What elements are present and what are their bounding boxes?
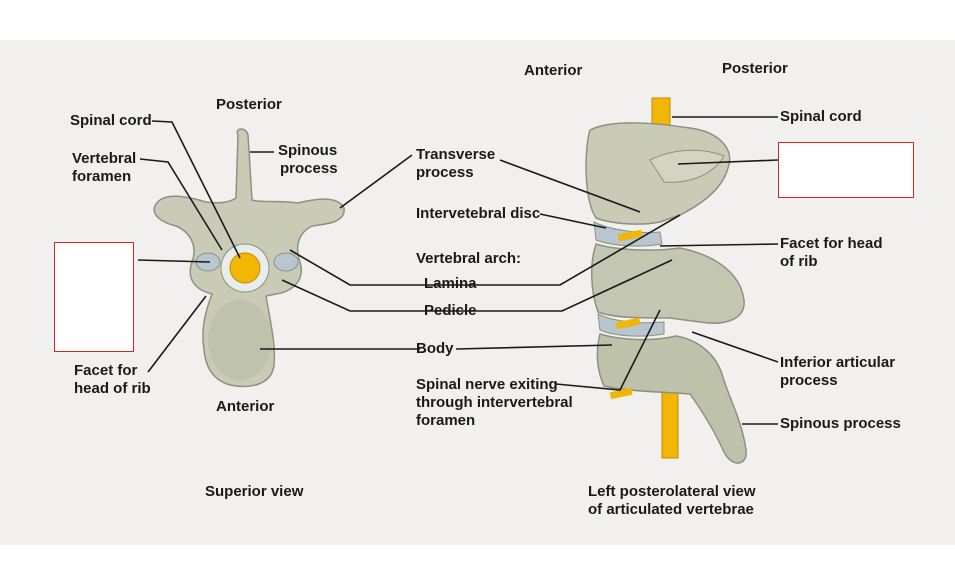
body-label: Body: [416, 340, 454, 357]
lateral-caption-line2: of articulated vertebrae: [588, 501, 754, 518]
superior-facet-label-line1: Facet for: [74, 362, 138, 379]
lateral-nerve-3: [609, 387, 633, 400]
leader-blank-right: [677, 159, 779, 165]
superior-body-shading: [208, 300, 272, 380]
lateral-vertebra-upper: [585, 122, 731, 225]
transverse-process-label-line2: process: [416, 164, 474, 181]
spinal-nerve-label-line1: Spinal nerve exiting: [416, 376, 558, 393]
transverse-process-label-line1: Transverse: [416, 146, 496, 163]
leader-transverse-process: [339, 154, 641, 213]
superior-rib-facet-right: [273, 252, 299, 272]
superior-spinal-cord-label: Spinal cord: [70, 112, 152, 129]
inferior-articular-label-line1: Inferior articular: [780, 354, 896, 371]
lateral-facet-label-line2: of rib: [780, 253, 818, 270]
leader-facet-left-lower: [147, 295, 207, 373]
leader-spinal-nerve: [555, 309, 661, 391]
vertebral-arch-label: Vertebral arch:: [416, 250, 522, 267]
lateral-nerve-1: [617, 229, 643, 242]
pedicle-label: Pedicle: [424, 302, 477, 319]
lateral-caption-line1: Left posterolateral view: [588, 483, 756, 500]
leader-facet-left: [137, 259, 211, 263]
lateral-vertebra-lower: [596, 333, 747, 464]
leader-body: [260, 344, 613, 350]
leader-vertebral-foramen: [139, 158, 223, 251]
figure-background: [0, 40, 955, 545]
lateral-anterior-label: Anterior: [524, 62, 583, 79]
lamina-label: Lamina: [424, 275, 477, 292]
leader-intervertebral-disc: [539, 213, 607, 229]
superior-anterior-label: Anterior: [216, 398, 275, 415]
lateral-posterior-label: Posterior: [722, 60, 788, 77]
leader-inferior-articular: [691, 331, 779, 363]
superior-view-vertebra: [153, 128, 345, 388]
lateral-spinal-cord-label: Spinal cord: [780, 108, 862, 125]
intervertebral-disc-label: Intervetebral disc: [416, 205, 541, 222]
spinal-nerve-label-line3: foramen: [416, 412, 476, 429]
leader-pedicle: [281, 259, 673, 312]
vertebral-foramen-label-line2: foramen: [72, 168, 132, 185]
superior-spinous-label-line2: process: [280, 160, 338, 177]
lateral-facet-label-line1: Facet for head: [780, 235, 883, 252]
superior-posterior-label: Posterior: [216, 96, 282, 113]
superior-spinal-cord: [229, 252, 261, 284]
lateral-view-vertebrae: [585, 97, 747, 464]
superior-facet-label-line2: head of rib: [74, 380, 151, 397]
blank-label-box-left[interactable]: [54, 242, 134, 352]
lateral-vertebra-middle: [590, 243, 745, 324]
blank-label-box-right[interactable]: [778, 142, 914, 198]
spinal-nerve-label-line2: through intervertebral: [416, 394, 573, 411]
leader-facet-right: [659, 243, 779, 247]
lateral-nerve-2: [615, 317, 641, 330]
leader-lines: [137, 116, 779, 425]
lateral-transverse-process: [649, 149, 725, 183]
inferior-articular-label-line2: process: [780, 372, 838, 389]
superior-view-caption: Superior view: [205, 483, 304, 500]
leader-spinal-cord-left: [151, 120, 241, 259]
leader-lamina: [289, 214, 681, 286]
vertebral-foramen-label-line1: Vertebral: [72, 150, 137, 167]
lateral-spinous-process-label: Spinous process: [780, 415, 901, 432]
lateral-cord-bottom: [661, 387, 679, 459]
superior-spinous-label-line1: Spinous: [278, 142, 338, 159]
